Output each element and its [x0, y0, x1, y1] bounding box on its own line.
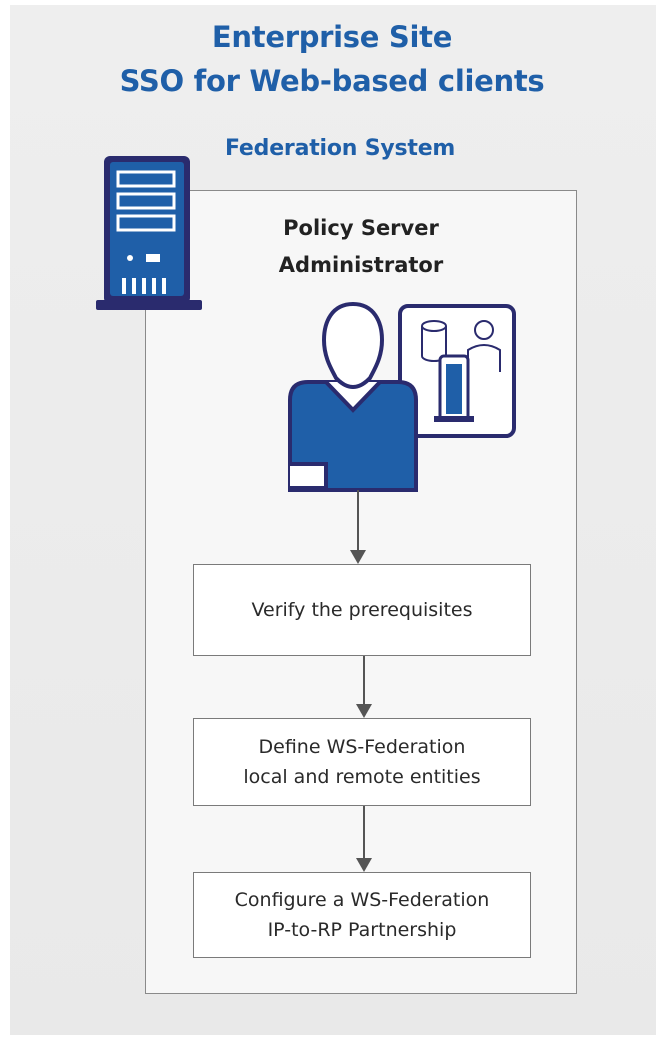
connector-arrow-2	[356, 704, 372, 718]
federation-system-label: Federation System	[225, 136, 456, 161]
role-label: Policy Server Administrator	[145, 210, 577, 284]
diagram-subtitle: SSO for Web-based clients	[119, 64, 545, 98]
connector-line-3	[363, 806, 365, 860]
step-2-line-2: local and remote entities	[243, 766, 481, 788]
step-verify-prerequisites: Verify the prerequisites	[193, 564, 531, 656]
administrator-icon	[288, 301, 418, 492]
connector-line-1	[357, 490, 359, 552]
role-label-line-2: Administrator	[278, 253, 444, 277]
server-icon	[96, 156, 202, 310]
connector-arrow-1	[350, 550, 366, 564]
role-label-line-1: Policy Server	[283, 216, 439, 240]
connector-line-2	[363, 656, 365, 706]
admin-console-icon	[398, 304, 516, 438]
step-define-entities: Define WS-Federation local and remote en…	[193, 718, 531, 806]
step-3-line-1: Configure a WS-Federation	[234, 889, 490, 911]
step-1-line-1: Verify the prerequisites	[251, 599, 473, 621]
step-2-line-1: Define WS-Federation	[258, 736, 466, 758]
step-3-line-2: IP-to-RP Partnership	[267, 919, 457, 941]
diagram-title: Enterprise Site	[211, 20, 453, 54]
connector-arrow-3	[356, 858, 372, 872]
step-configure-partnership: Configure a WS-Federation IP-to-RP Partn…	[193, 872, 531, 958]
